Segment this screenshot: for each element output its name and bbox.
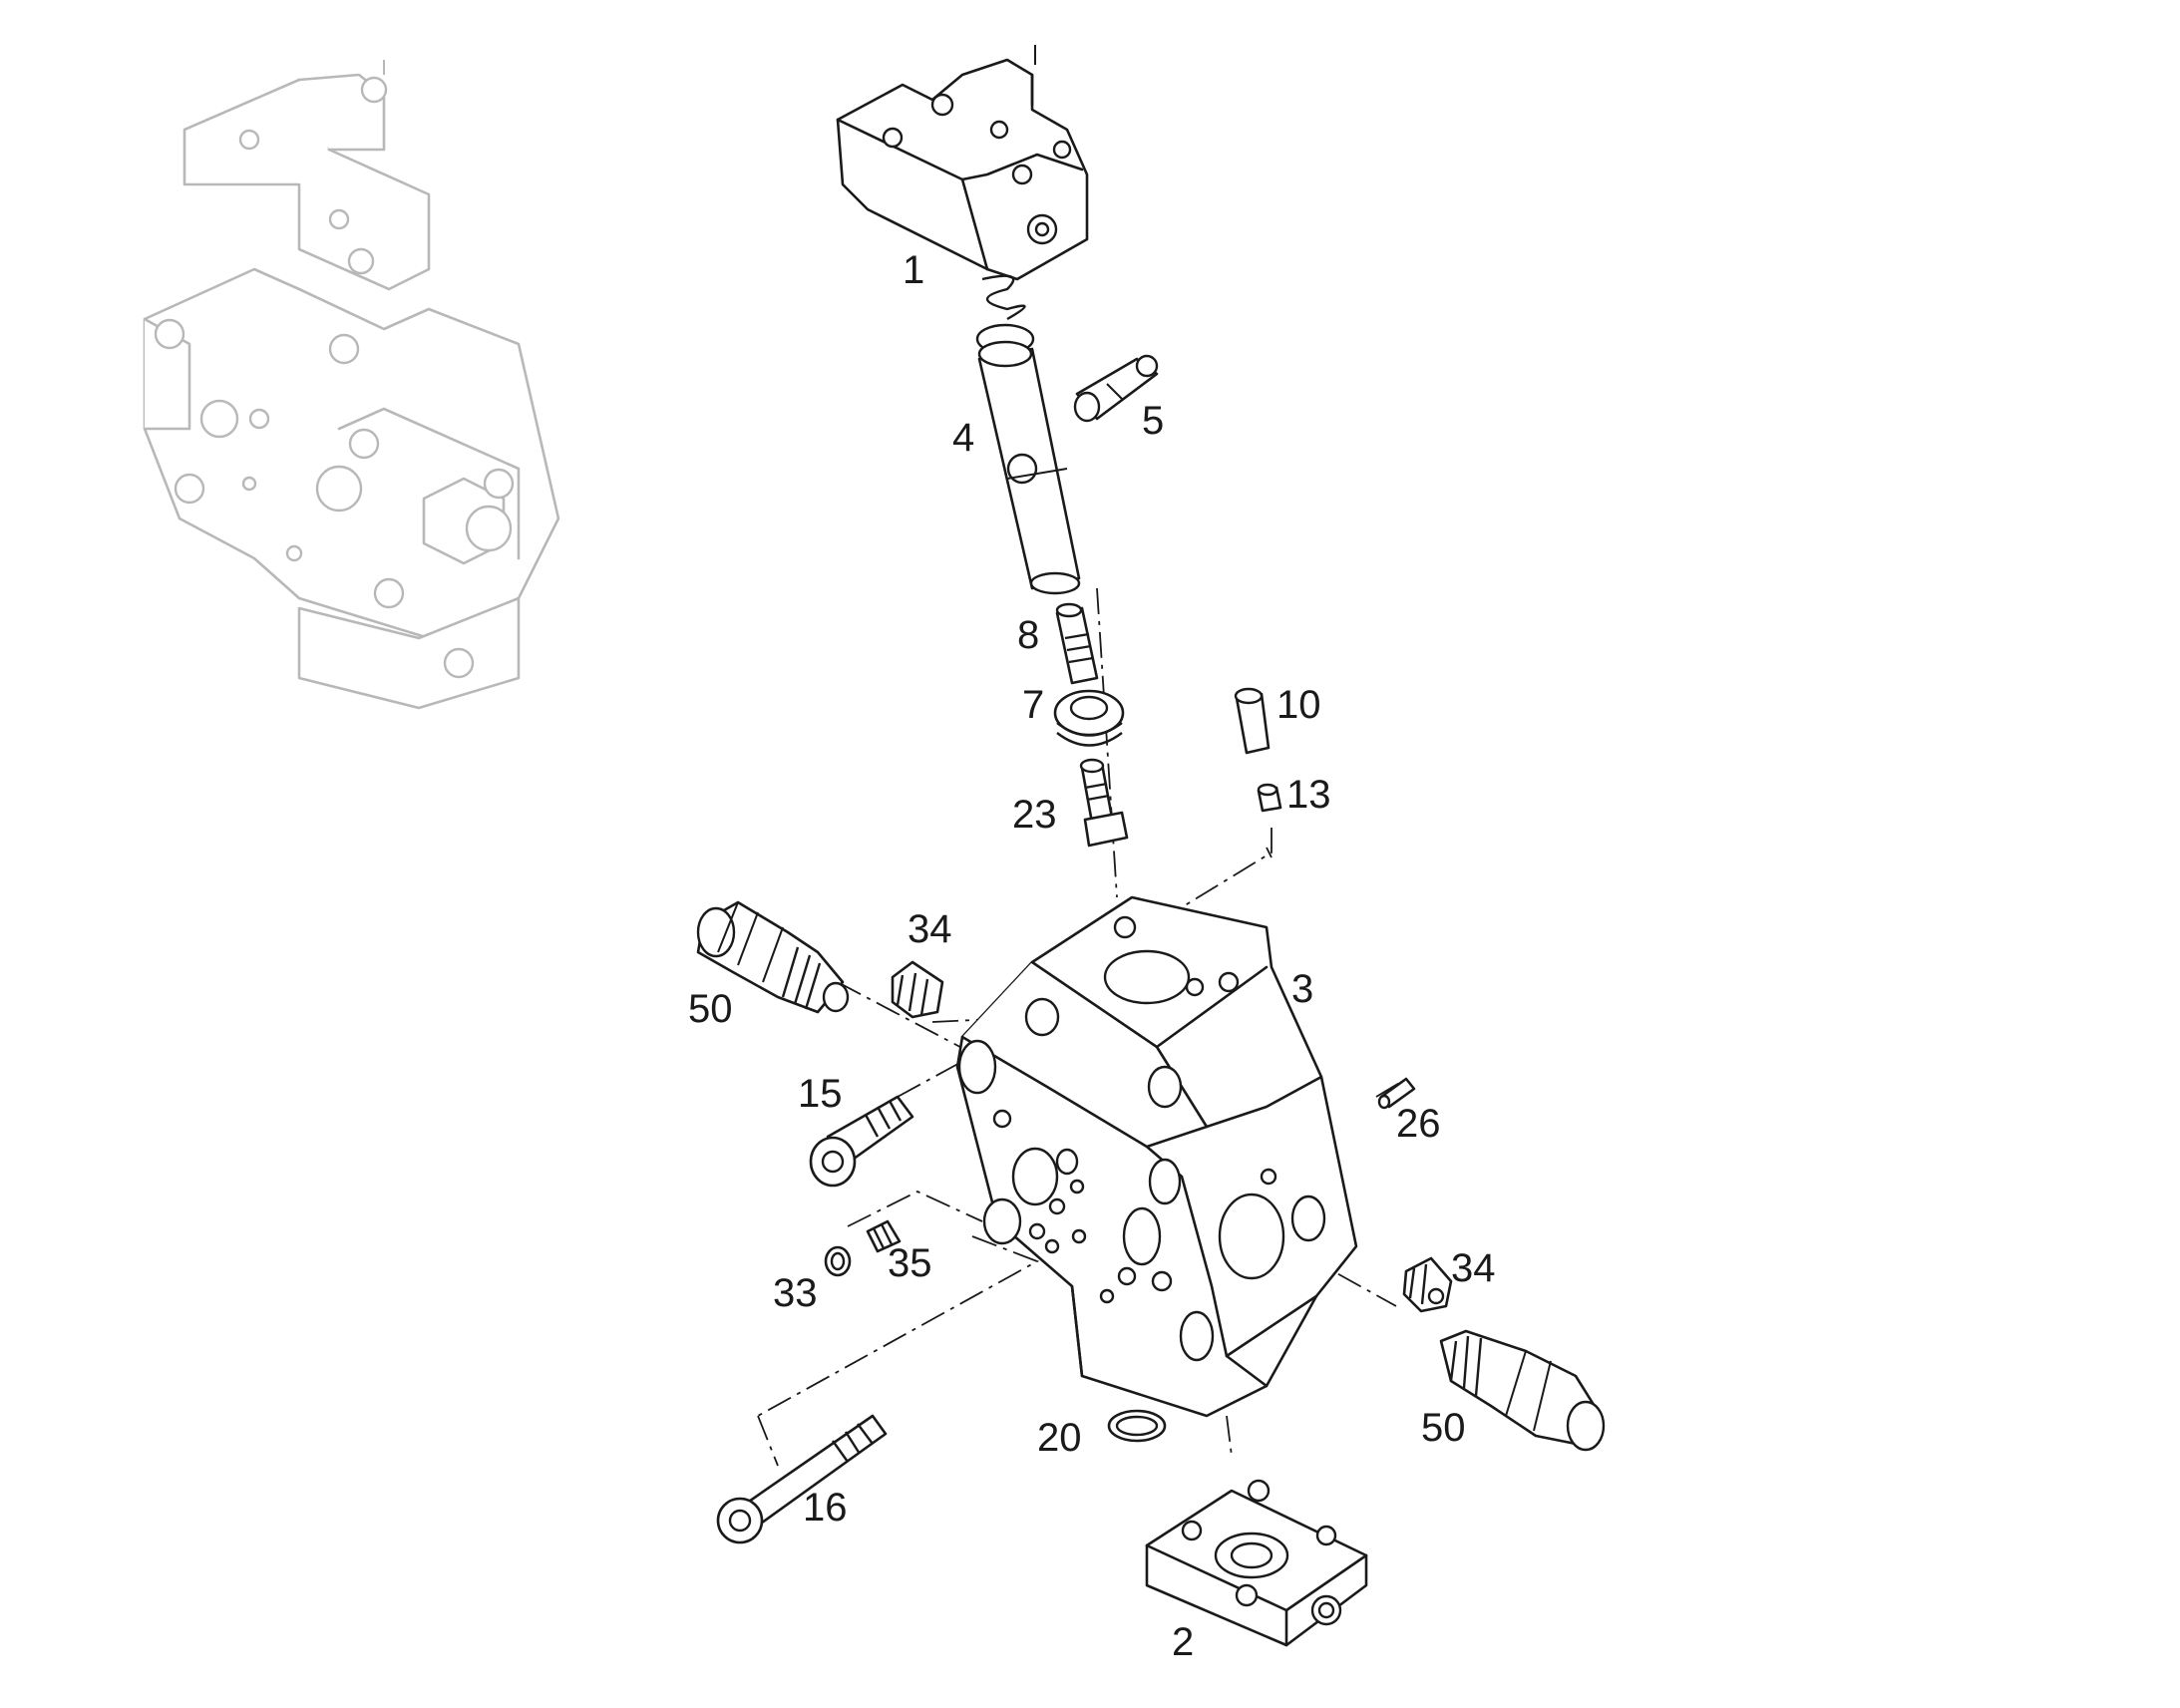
- callout-33: 33: [773, 1271, 818, 1315]
- callout-4: 4: [952, 416, 974, 460]
- part-35-set-screw: [866, 1219, 902, 1253]
- part-23-screw: [1079, 758, 1129, 848]
- part-34-plug-lower: [1402, 1256, 1453, 1313]
- part-1-actuator: [836, 45, 1089, 355]
- part-8-spool: [1055, 602, 1099, 685]
- callout-20: 20: [1037, 1416, 1082, 1460]
- part-26-pin: [1377, 1077, 1416, 1110]
- callout-10: 10: [1276, 683, 1321, 727]
- callout-8: 8: [1017, 613, 1039, 657]
- callout-50-right: 50: [1421, 1406, 1466, 1450]
- callout-26: 26: [1396, 1102, 1441, 1146]
- part-3-housing: [955, 895, 1358, 1418]
- callout-15: 15: [798, 1072, 843, 1116]
- callout-3: 3: [1291, 967, 1313, 1011]
- part-10-fitting: [1234, 687, 1271, 755]
- part-33-o-ring: [824, 1245, 852, 1277]
- part-16-bolt: [716, 1414, 888, 1544]
- part-4-sleeve: [977, 340, 1081, 595]
- callout-23: 23: [1012, 793, 1057, 837]
- part-7-nut: [1053, 689, 1125, 747]
- callout-50-left: 50: [688, 987, 733, 1031]
- callout-2: 2: [1172, 1620, 1194, 1664]
- callout-13: 13: [1286, 773, 1331, 817]
- callout-35: 35: [888, 1241, 932, 1285]
- part-50-valve-left: [696, 900, 850, 1014]
- part-5-pin: [1073, 354, 1159, 423]
- callout-34-lower: 34: [1451, 1246, 1496, 1290]
- assembly-overview-ghost: [143, 60, 560, 710]
- part-13-plug: [1257, 783, 1282, 813]
- part-34-plug-upper: [891, 960, 944, 1019]
- callout-16: 16: [803, 1486, 848, 1530]
- callout-34-upper: 34: [908, 907, 952, 951]
- callout-7: 7: [1022, 683, 1044, 727]
- part-2-cover-plate: [1145, 1479, 1368, 1647]
- callout-1: 1: [903, 248, 924, 292]
- callout-5: 5: [1142, 399, 1164, 443]
- part-20-o-ring: [1107, 1409, 1167, 1443]
- callout-labels: 1 4 5 8 7 10 13 23 34 50 3 15 26 35 33 3…: [688, 248, 1496, 1664]
- part-50-valve-right: [1439, 1329, 1606, 1452]
- part-15-screw: [809, 1095, 914, 1188]
